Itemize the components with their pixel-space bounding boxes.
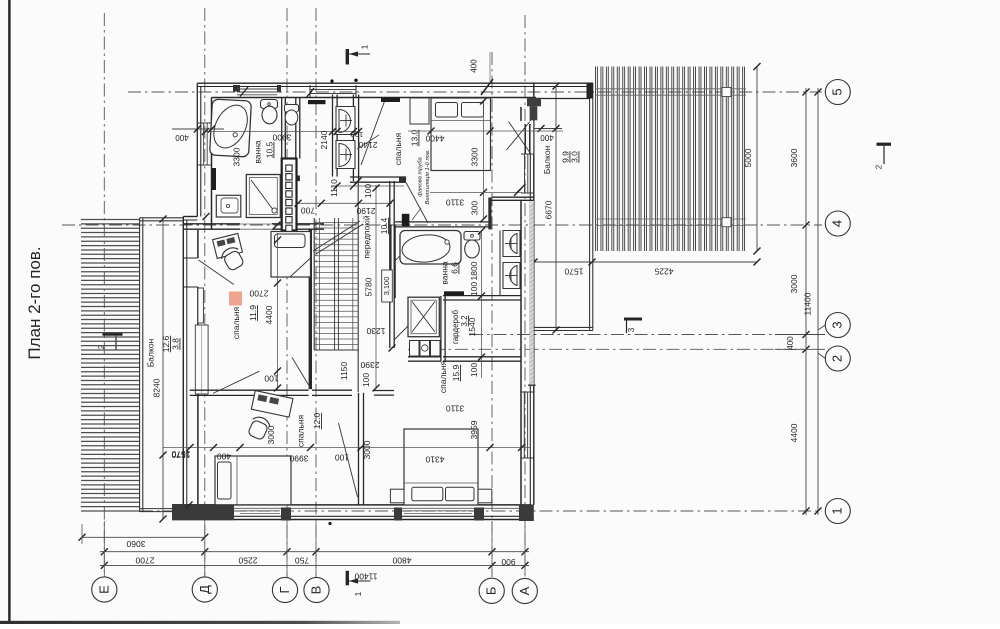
svg-text:10.4: 10.4 [379,217,389,234]
svg-text:гардероб: гардероб [451,310,460,344]
svg-text:4400: 4400 [264,305,274,324]
svg-text:3.2: 3.2 [460,315,469,327]
svg-text:1230: 1230 [366,326,385,336]
svg-text:3900: 3900 [272,133,291,143]
svg-text:1110: 1110 [329,179,339,197]
svg-text:В: В [309,586,324,595]
svg-text:3060: 3060 [126,539,145,549]
svg-text:4400: 4400 [789,423,799,442]
svg-text:400: 400 [175,133,189,142]
svg-text:6670: 6670 [544,200,554,219]
svg-text:12.0: 12.0 [312,412,322,429]
svg-text:3600: 3600 [789,148,799,167]
svg-text:спальня: спальня [393,132,403,165]
svg-text:400: 400 [217,452,231,462]
svg-text:300: 300 [470,201,480,215]
svg-text:1: 1 [354,591,363,596]
svg-text:3990: 3990 [289,454,308,464]
svg-text:11400: 11400 [354,572,377,582]
svg-text:100: 100 [469,282,479,296]
svg-text:3300: 3300 [232,147,242,166]
svg-text:3959: 3959 [469,420,479,439]
svg-text:11.9: 11.9 [248,305,258,321]
svg-text:фанова труба: фанова труба [418,156,424,196]
svg-text:спальня: спальня [438,360,448,393]
svg-text:1800: 1800 [469,261,479,280]
svg-text:3: 3 [627,327,636,332]
svg-text:3: 3 [830,321,845,328]
svg-text:900: 900 [501,557,515,567]
svg-text:спальня: спальня [231,306,241,339]
svg-text:Б: Б [484,587,499,596]
svg-text:3.8: 3.8 [171,338,181,350]
svg-text:3.0: 3.0 [570,151,580,163]
svg-text:Д: Д [197,585,212,594]
svg-text:Е: Е [96,585,111,594]
svg-text:3110: 3110 [446,404,465,414]
svg-text:спальня: спальня [296,414,306,447]
svg-text:2700: 2700 [135,556,154,566]
svg-text:9.9: 9.9 [561,151,571,163]
svg-text:ванна: ванна [253,140,263,164]
svg-text:3000: 3000 [362,440,372,459]
svg-text:5000: 5000 [743,148,753,167]
svg-text:2140: 2140 [358,140,377,150]
svg-text:Балкон: Балкон [146,338,156,367]
svg-text:1570: 1570 [564,267,583,277]
svg-text:100: 100 [363,184,373,198]
svg-text:4310: 4310 [425,455,444,465]
svg-text:3000: 3000 [266,425,276,444]
svg-text:2700: 2700 [249,289,268,299]
svg-text:6.6: 6.6 [450,262,460,274]
svg-text:2: 2 [830,355,845,362]
svg-text:А: А [517,586,532,595]
svg-text:1150: 1150 [339,362,349,381]
svg-text:4800: 4800 [392,556,411,566]
svg-text:передпокій: передпокій [362,215,372,258]
svg-text:3,100: 3,100 [382,277,391,296]
svg-text:15.9: 15.9 [451,364,461,381]
svg-text:3300: 3300 [470,147,480,166]
svg-text:Балкон: Балкон [542,145,552,174]
svg-text:100: 100 [469,363,479,377]
svg-text:2140: 2140 [319,130,329,149]
svg-text:11400: 11400 [803,292,813,315]
svg-text:2: 2 [875,164,884,169]
svg-text:100: 100 [335,453,349,463]
svg-text:400: 400 [786,336,795,350]
svg-text:ванна: ванна [440,261,450,285]
svg-text:10.5: 10.5 [265,141,275,158]
svg-text:8240: 8240 [152,378,162,397]
svg-text:План 2-го пов.: План 2-го пов. [25,246,44,359]
svg-text:13.0: 13.0 [410,129,420,146]
svg-text:4: 4 [830,220,845,227]
svg-text:1: 1 [830,507,845,514]
svg-text:2390: 2390 [360,360,379,370]
svg-text:4400: 4400 [425,134,444,144]
svg-text:2: 2 [97,344,106,349]
svg-text:1: 1 [361,44,370,49]
svg-text:400: 400 [470,59,479,73]
svg-text:2250: 2250 [238,556,257,566]
svg-text:1570: 1570 [171,450,190,460]
svg-text:100: 100 [361,373,371,387]
svg-text:5780: 5780 [364,277,374,296]
svg-text:12.6: 12.6 [161,335,171,352]
svg-text:700: 700 [301,206,315,216]
svg-text:Вентиляція 1-й пов.: Вентиляція 1-й пов. [424,149,431,204]
svg-text:5: 5 [830,88,845,95]
svg-text:100: 100 [351,130,364,139]
svg-text:1570: 1570 [171,449,190,459]
svg-text:2190: 2190 [356,206,375,216]
svg-text:400: 400 [540,133,554,142]
svg-text:750: 750 [295,556,309,566]
svg-text:4225: 4225 [654,267,673,277]
svg-text:Г: Г [277,586,292,593]
svg-text:100: 100 [264,374,278,384]
svg-text:3000: 3000 [789,274,799,293]
svg-text:1540: 1540 [467,317,477,336]
svg-text:3110: 3110 [446,198,465,208]
